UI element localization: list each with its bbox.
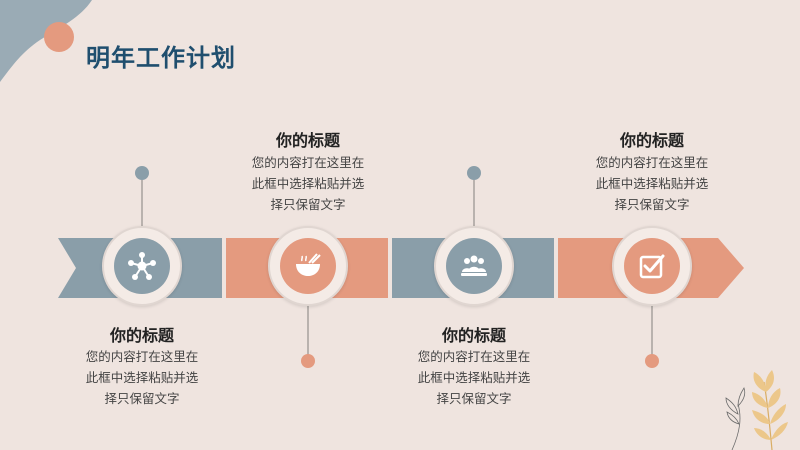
connector-dot bbox=[645, 354, 659, 368]
step-1-icon-ring bbox=[102, 226, 182, 306]
corner-dot-decoration bbox=[44, 22, 74, 52]
step-3-heading: 你的标题 bbox=[441, 326, 506, 345]
connector-dot bbox=[135, 166, 149, 180]
step-2-icon-ring bbox=[268, 226, 348, 306]
step-2-heading: 你的标题 bbox=[275, 131, 340, 150]
leaf-decoration bbox=[725, 370, 788, 450]
step-3-icon-ring bbox=[434, 226, 514, 306]
step-1-body: 您的内容打在这里在 此框中选择粘贴并选 择只保留文字 bbox=[85, 349, 199, 406]
step-2-body: 您的内容打在这里在 此框中选择粘贴并选 择只保留文字 bbox=[251, 155, 365, 212]
checkbox-icon bbox=[639, 254, 665, 279]
slide-title: 明年工作计划 bbox=[86, 44, 236, 72]
step-4-heading: 你的标题 bbox=[619, 131, 684, 150]
step-1-heading: 你的标题 bbox=[109, 326, 174, 345]
team-icon bbox=[461, 255, 487, 276]
connector-dot bbox=[467, 166, 481, 180]
step-3-body: 您的内容打在这里在 此框中选择粘贴并选 择只保留文字 bbox=[417, 349, 531, 406]
step-4-icon-ring bbox=[612, 226, 692, 306]
connector-line bbox=[473, 180, 475, 230]
network-icon bbox=[128, 252, 156, 280]
corner-blob-decoration bbox=[0, 0, 92, 82]
connector-line bbox=[307, 300, 309, 356]
connector-line bbox=[651, 300, 653, 356]
step-4-body: 您的内容打在这里在 此框中选择粘贴并选 择只保留文字 bbox=[595, 155, 709, 212]
connector-line bbox=[141, 180, 143, 230]
bowl-icon bbox=[296, 253, 321, 276]
connector-dot bbox=[301, 354, 315, 368]
